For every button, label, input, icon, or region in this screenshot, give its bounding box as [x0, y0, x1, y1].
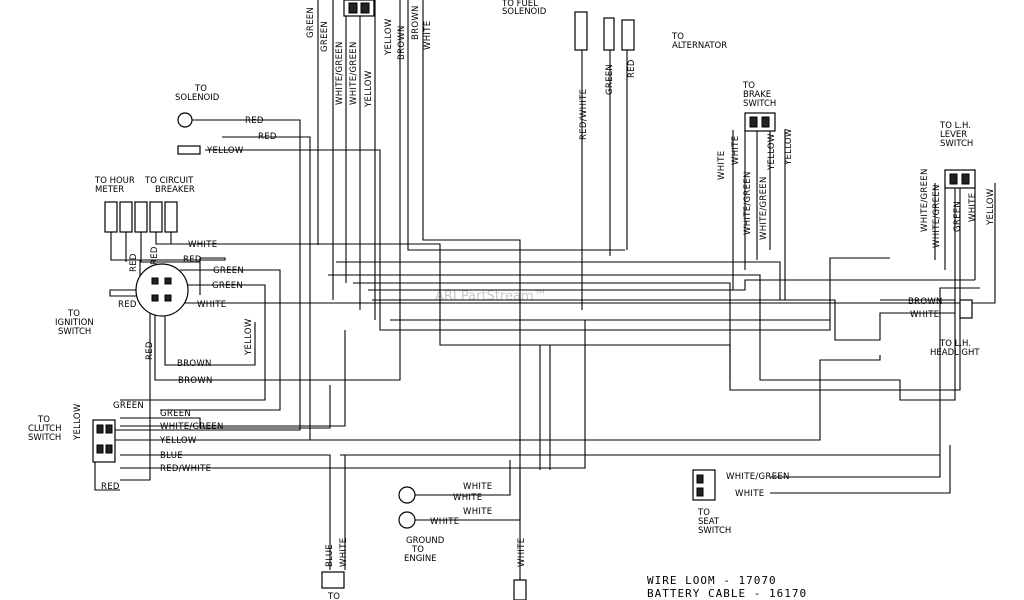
label-white-green: WHITE/GREEN	[349, 41, 359, 105]
label-red-white: RED/WHITE	[160, 464, 211, 474]
label-green: GREEN	[160, 409, 191, 419]
caption-solenoid-2: SOLENOID	[175, 93, 220, 103]
label-yellow: YELLOW	[206, 146, 244, 156]
label-white: WHITE	[430, 517, 459, 527]
caption-brake-1: TO	[742, 81, 755, 91]
label-white: WHITE	[731, 136, 741, 165]
label-red-white: RED/WHITE	[579, 89, 589, 140]
label-yellow: YELLOW	[384, 18, 394, 56]
label-green: GREEN	[212, 281, 243, 291]
wire-labels-vertical: GREEN GREEN WHITE/GREEN WHITE/GREEN YELL…	[73, 5, 996, 567]
caption-seat-2: SEAT	[698, 517, 720, 527]
label-brown: BROWN	[177, 359, 212, 369]
label-yellow: YELLOW	[159, 436, 197, 446]
caption-brake-2: BRAKE	[743, 90, 771, 100]
wire-bundle	[94, 0, 996, 580]
label-white: WHITE	[188, 240, 217, 250]
caption-headlight-1: TO L.H.	[939, 339, 971, 349]
label-yellow: YELLOW	[244, 318, 254, 356]
label-white: WHITE	[463, 482, 492, 492]
caption-ignition-3: SWITCH	[58, 327, 91, 337]
label-white-green: WHITE/GREEN	[920, 168, 930, 232]
label-red: RED	[183, 255, 202, 265]
label-brown: BROWN	[908, 297, 943, 307]
caption-bottom-to: TO	[327, 592, 340, 600]
caption-ground-1: GROUND	[406, 536, 445, 546]
connectors	[92, 0, 976, 600]
label-white: WHITE	[968, 193, 978, 222]
label-green: GREEN	[113, 401, 144, 411]
label-red: RED	[118, 300, 137, 310]
label-blue: BLUE	[160, 451, 183, 461]
label-yellow: YELLOW	[364, 70, 374, 108]
label-white-green: WHITE/GREEN	[335, 41, 345, 105]
caption-headlight-2: HEADLIGHT	[930, 348, 980, 358]
wire-labels-horizontal: RED RED YELLOW WHITE RED GREEN GREEN WHI…	[101, 116, 943, 527]
label-green: GREEN	[306, 7, 316, 38]
label-white: WHITE	[423, 21, 433, 50]
caption-solenoid-1: TO	[194, 84, 207, 94]
label-yellow: YELLOW	[767, 133, 777, 171]
label-white-green: WHITE/GREEN	[160, 422, 224, 432]
caption-lever-2: LEVER	[940, 130, 967, 140]
label-green: GREEN	[320, 21, 330, 52]
note-battery-cable: BATTERY CABLE - 16170	[647, 587, 807, 600]
component-captions: TO FUEL SOLENOID TO ALTERNATOR TO SOLENO…	[28, 0, 980, 600]
caption-ground-2: TO	[411, 545, 424, 555]
caption-alternator-2: ALTERNATOR	[672, 41, 727, 51]
watermark: ARI PartStream™	[435, 289, 547, 304]
caption-alternator-1: TO	[671, 32, 684, 42]
caption-clutch-1: TO	[37, 415, 50, 425]
label-white: WHITE	[339, 538, 349, 567]
label-red: RED	[150, 246, 160, 265]
label-white-green: WHITE/GREEN	[759, 176, 769, 240]
label-white: WHITE	[517, 538, 527, 567]
caption-lever-3: SWITCH	[940, 139, 973, 149]
label-red: RED	[627, 59, 637, 78]
label-brown: BROWN	[411, 5, 421, 40]
label-green: GREEN	[953, 201, 963, 232]
label-brown: BROWN	[397, 25, 407, 60]
label-red: RED	[129, 253, 139, 272]
label-white: WHITE	[197, 300, 226, 310]
caption-brake-3: SWITCH	[743, 99, 776, 109]
label-white-green: WHITE/GREEN	[932, 184, 942, 248]
label-white: WHITE	[453, 493, 482, 503]
label-white-green: WHITE/GREEN	[743, 171, 753, 235]
label-red: RED	[258, 132, 277, 142]
caption-clutch-3: SWITCH	[28, 433, 61, 443]
caption-ground-3: ENGINE	[404, 554, 437, 564]
label-white: WHITE	[910, 310, 939, 320]
label-green: GREEN	[213, 266, 244, 276]
label-white: WHITE	[463, 507, 492, 517]
caption-seat-1: TO	[697, 508, 710, 518]
caption-hour-meter-2: METER	[95, 185, 124, 195]
label-red: RED	[145, 341, 155, 360]
label-green: GREEN	[605, 64, 615, 95]
caption-ignition-1: TO	[67, 309, 80, 319]
label-white: WHITE	[735, 489, 764, 499]
caption-fuel-solenoid-2: SOLENOID	[502, 7, 547, 17]
label-red: RED	[245, 116, 264, 126]
note-wire-loom: WIRE LOOM - 17070	[647, 574, 777, 587]
caption-clutch-2: CLUTCH	[28, 424, 62, 434]
caption-lever-1: TO L.H.	[939, 121, 971, 131]
label-blue: BLUE	[325, 544, 335, 567]
label-yellow: YELLOW	[784, 128, 794, 166]
caption-circuit-breaker-2: BREAKER	[155, 185, 195, 195]
label-white-green: WHITE/GREEN	[726, 472, 790, 482]
label-yellow: YELLOW	[986, 188, 996, 226]
caption-hour-meter-1: TO HOUR	[94, 176, 135, 186]
caption-ignition-2: IGNITION	[55, 318, 94, 328]
caption-circuit-breaker-1: TO CIRCUIT	[144, 176, 194, 186]
caption-seat-3: SWITCH	[698, 526, 731, 536]
caption-fuel-solenoid-1: TO FUEL	[501, 0, 538, 9]
label-white: WHITE	[717, 151, 727, 180]
label-brown: BROWN	[178, 376, 213, 386]
label-yellow: YELLOW	[73, 403, 83, 441]
label-red: RED	[101, 482, 120, 492]
